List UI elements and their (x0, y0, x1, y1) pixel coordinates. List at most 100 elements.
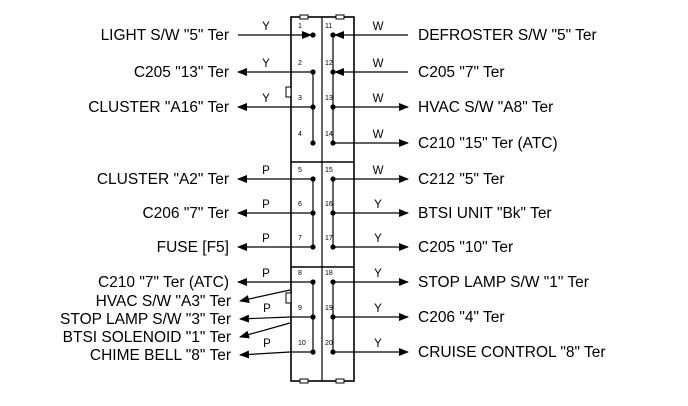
left-terminal-label: C206 "7" Ter (142, 205, 229, 222)
wire-color-label: P (262, 268, 270, 280)
left-connection-9: P (263, 303, 311, 318)
left-branch-label: STOP LAMP S/W "3" Ter (60, 311, 231, 328)
pin-number: 19 (325, 305, 333, 312)
right-connection-19: Y C206 "4" Ter (335, 303, 505, 326)
left-connection-8: C210 "7" Ter (ATC) P (98, 268, 311, 291)
wire-arrow (239, 350, 291, 359)
terminal-dot (330, 314, 336, 320)
connector-block (285, 14, 355, 384)
pin-number: 17 (325, 235, 333, 242)
right-connection-14: W C210 "15" Ter (ATC) (335, 129, 558, 152)
pin-number: 13 (325, 95, 333, 102)
wire-color-label: Y (262, 58, 270, 70)
right-connection-12: W C205 "7" Ter (334, 58, 505, 81)
wire-color-label: P (262, 165, 270, 177)
pin-number: 20 (325, 340, 333, 347)
left-terminal-label: FUSE [F5] (157, 239, 229, 256)
wire-color-label: W (373, 165, 384, 177)
terminal-dot (310, 314, 316, 320)
wire-arrow (239, 322, 291, 339)
right-connection-15: W C212 "5" Ter (335, 165, 505, 188)
right-terminal-label: C210 "15" Ter (ATC) (418, 135, 558, 152)
pin-number: 2 (298, 60, 302, 67)
pin-number: 9 (298, 305, 302, 312)
right-connection-13: W HVAC S/W "A8" Ter (335, 93, 553, 116)
right-terminal-label: BTSI UNIT "Bk" Ter (418, 205, 552, 222)
pin-number: 1 (298, 23, 302, 30)
branch-connection: HVAC S/W "A3" Ter (96, 289, 291, 310)
pin-number: 15 (325, 167, 333, 174)
terminal-dot (310, 279, 316, 285)
left-connection-2: C205 "13" Ter Y (134, 58, 311, 81)
terminal-dot (330, 244, 336, 250)
left-branch-label: CHIME BELL "8" Ter (90, 347, 231, 364)
right-connection-18: Y STOP LAMP S/W "1" Ter (335, 268, 589, 291)
pin-number: 18 (325, 270, 333, 277)
right-terminal-label: C206 "4" Ter (418, 309, 505, 326)
left-connection-5: CLUSTER "A2" Ter P (97, 165, 311, 188)
terminal-dot (330, 210, 336, 216)
wire-color-label: W (373, 58, 384, 70)
wire-color-label: Y (374, 303, 382, 315)
left-terminal-label: LIGHT S/W "5" Ter (101, 27, 229, 44)
left-branch-label: BTSI SOLENOID "1" Ter (63, 329, 231, 346)
left-branch-label: HVAC S/W "A3" Ter (96, 293, 231, 310)
branch-connection: STOP LAMP S/W "3" Ter (60, 311, 291, 328)
wire-color-label: P (262, 199, 270, 211)
left-connection-10: P (263, 338, 311, 353)
terminal-dot (310, 69, 316, 75)
terminal-dot (310, 210, 316, 216)
pin-number: 4 (298, 131, 302, 138)
left-terminal-label: CLUSTER "A16" Ter (88, 99, 229, 116)
right-terminal-label: C205 "7" Ter (418, 64, 505, 81)
pin-number: 11 (325, 23, 332, 30)
terminal-dot (330, 69, 336, 75)
terminal-dot (310, 32, 316, 38)
wire-color-label: Y (374, 233, 382, 245)
terminal-dot (310, 104, 316, 110)
wire-color-label: W (373, 129, 384, 141)
terminal-dot (330, 279, 336, 285)
right-terminal-label: C205 "10" Ter (418, 239, 513, 256)
left-terminal-label: CLUSTER "A2" Ter (97, 171, 229, 188)
pin-number: 5 (298, 167, 302, 174)
left-connection-3: CLUSTER "A16" Ter Y (88, 93, 311, 116)
right-terminal-label: C212 "5" Ter (418, 171, 505, 188)
right-connection-17: Y C205 "10" Ter (335, 233, 513, 256)
right-terminal-label: DEFROSTER S/W "5" Ter (418, 27, 597, 44)
wire-color-label: Y (374, 338, 382, 350)
pin-number: 8 (298, 270, 302, 277)
wire-color-label: Y (374, 199, 382, 211)
right-terminal-label: STOP LAMP S/W "1" Ter (418, 274, 589, 291)
left-terminal-label: C210 "7" Ter (ATC) (98, 274, 229, 291)
wire-color-label: P (262, 233, 270, 245)
wire-color-label: P (263, 338, 271, 350)
terminal-dot (310, 244, 316, 250)
left-terminal-label: C205 "13" Ter (134, 64, 229, 81)
wire-color-label: W (373, 21, 384, 33)
pin-number: 10 (298, 340, 306, 347)
right-connection-11: W DEFROSTER S/W "5" Ter (334, 21, 597, 44)
wire-arrow (239, 289, 291, 303)
right-connection-16: Y BTSI UNIT "Bk" Ter (335, 199, 552, 222)
terminal-dot (330, 176, 336, 182)
terminal-dot (330, 349, 336, 355)
wire-color-label: Y (262, 93, 270, 105)
terminal-dot (310, 140, 316, 146)
pin-number: 14 (325, 131, 333, 138)
wire-color-label: Y (374, 268, 382, 280)
branch-connection: CHIME BELL "8" Ter (90, 347, 291, 364)
terminal-dot (310, 349, 316, 355)
pin-number: 12 (325, 60, 333, 67)
right-terminal-label: HVAC S/W "A8" Ter (418, 99, 553, 116)
terminal-dot (330, 140, 336, 146)
pin-number: 7 (298, 235, 302, 242)
pin-number: 3 (298, 95, 302, 102)
wire-color-label: W (373, 93, 384, 105)
branch-connection: BTSI SOLENOID "1" Ter (63, 322, 291, 346)
terminal-dot (310, 176, 316, 182)
wire-color-label: P (263, 303, 271, 315)
